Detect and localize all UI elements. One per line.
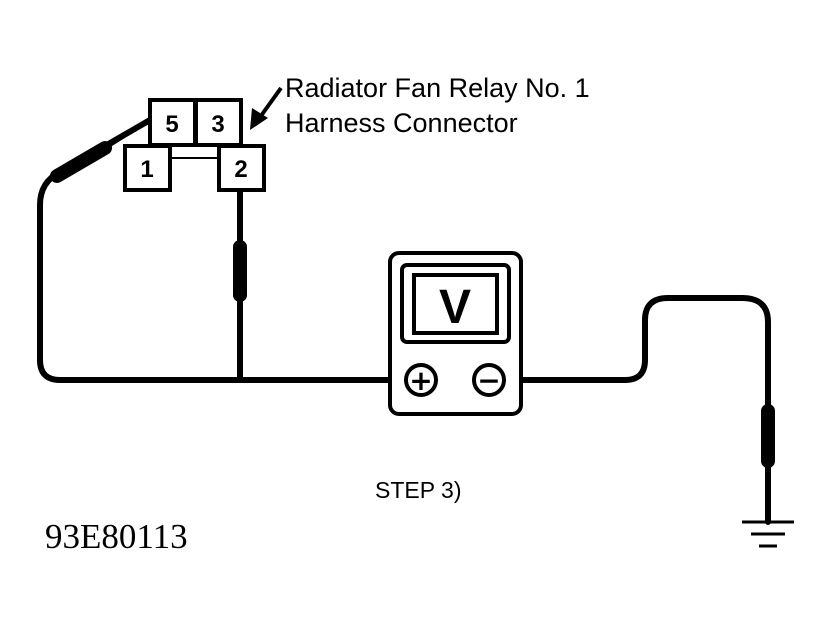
voltmeter: V + − [388, 251, 523, 416]
pin-1-label: 1 [140, 156, 153, 183]
wire-negative-to-ground [502, 295, 771, 525]
positive-terminal-icon [404, 363, 438, 397]
positive-terminal-label: + [409, 364, 432, 397]
pin-3-label: 3 [211, 111, 224, 138]
connector-pin-2 [217, 144, 266, 192]
connector-title-line1: Radiator Fan Relay No. 1 [285, 73, 590, 103]
negative-terminal-label: − [477, 364, 500, 397]
probe-ground [761, 404, 775, 468]
pin-5-label: 5 [165, 111, 178, 138]
voltmeter-display [412, 273, 499, 335]
pin-2-label: 2 [234, 156, 247, 183]
step-label: STEP 3) [375, 477, 462, 503]
ground-icon [742, 520, 794, 548]
voltmeter-unit: V [439, 281, 471, 334]
harness-connector: 5 3 1 2 [123, 98, 266, 192]
callout-arrow [250, 86, 283, 130]
connector-title-line2: Harness Connector [285, 108, 518, 138]
negative-terminal-icon [472, 363, 506, 397]
connector-pin-1 [123, 144, 172, 192]
probe-pin5 [50, 118, 152, 183]
figure-id: 93E80113 [45, 517, 188, 556]
probe-pin2 [233, 240, 247, 302]
